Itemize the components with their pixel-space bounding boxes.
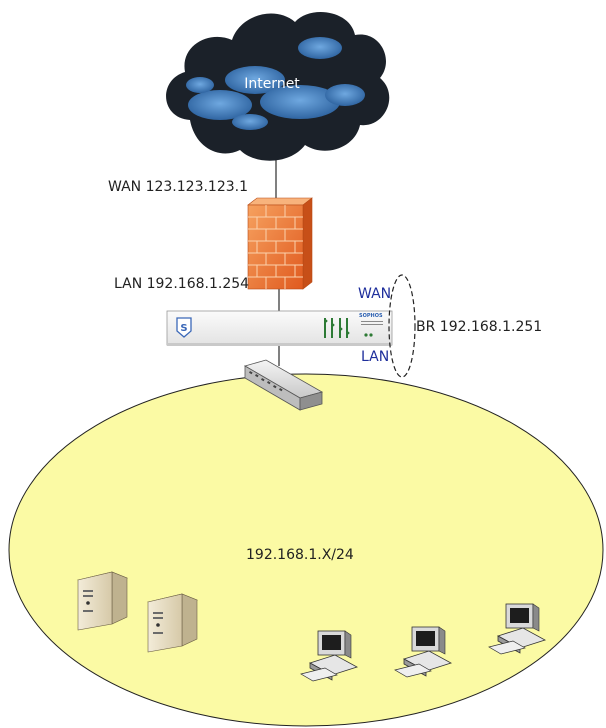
server-tower-icon: [147, 593, 198, 653]
internet-label: Internet: [244, 76, 300, 92]
firewall-lan-label: LAN 192.168.1.254: [114, 276, 249, 292]
brick-firewall-icon: [247, 197, 313, 290]
bridge-label: BR 192.168.1.251: [416, 319, 542, 335]
vent-grille: [361, 321, 383, 325]
bridge-label-text: BR 192.168.1.251: [416, 319, 542, 335]
lan-port-label: LAN: [361, 349, 389, 365]
server-tower-icon: [77, 571, 128, 631]
sophos-logo-icon: S: [176, 317, 192, 338]
desktop-computer-icon: [488, 603, 547, 655]
desktop-computer-icon: [394, 626, 453, 678]
sophos-appliance-icon: S SOPHOS: [166, 310, 393, 346]
firewall-wan-label: WAN 123.123.123.1: [108, 179, 248, 195]
sophos-logo-letter: S: [180, 323, 187, 334]
sophos-brand-label: SOPHOS: [359, 313, 383, 319]
cloud-icon: [166, 12, 390, 161]
network-switch-icon: [243, 359, 324, 411]
desktop-computer-icon: [300, 630, 359, 682]
subnet-label: 192.168.1.X/24: [246, 547, 354, 563]
wan-port-label: WAN: [358, 286, 391, 302]
bridge-interface-loop: [388, 274, 416, 378]
port-leds: [324, 318, 373, 338]
